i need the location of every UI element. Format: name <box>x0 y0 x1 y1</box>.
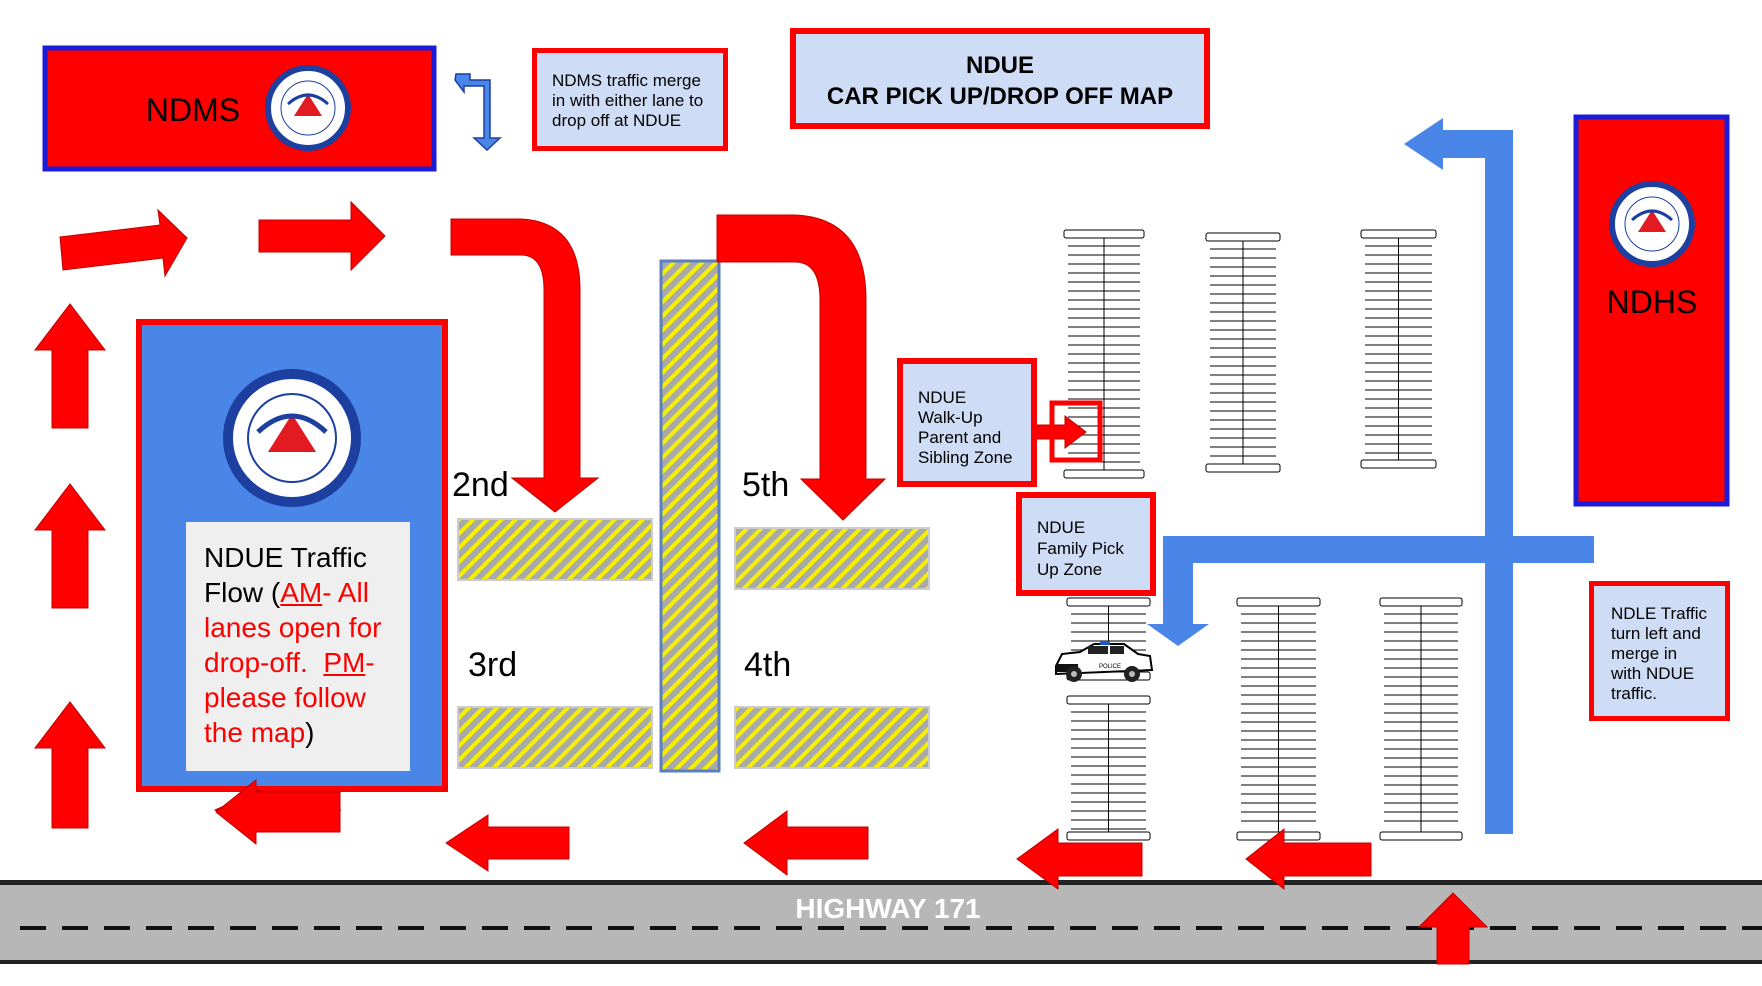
red-arrow-left-1b <box>215 778 341 846</box>
grade-2nd-label: 2nd <box>452 466 509 504</box>
family-pickup-line-3: Up Zone <box>1037 560 1103 579</box>
blue-lane-horizontal <box>1147 536 1594 646</box>
traffic-line-1: NDUE Traffic <box>204 542 367 573</box>
ndms-logo <box>265 65 351 151</box>
traffic-am-rest: - All <box>322 577 369 608</box>
parking-lot <box>1236 597 1321 841</box>
highway-label: HIGHWAY 171 <box>795 893 980 924</box>
ndhs-logo <box>1609 181 1695 267</box>
red-arrow-down-5th <box>716 214 887 521</box>
red-arrow-down-2nd <box>450 218 600 513</box>
wing-spine <box>659 259 721 773</box>
ndms-merge-line-3: drop off at NDUE <box>552 111 682 130</box>
family-pickup-line-2: Family Pick <box>1037 539 1124 558</box>
wing-5th <box>734 527 930 590</box>
traffic-map-word: the map <box>204 717 306 748</box>
police-label: POLICE <box>1099 664 1121 670</box>
red-arrow-up-2 <box>33 483 107 609</box>
ndle-note: NDLE Traffic turn left and merge in with… <box>1589 581 1730 721</box>
title-box: NDUE CAR PICK UP/DROP OFF MAP <box>790 28 1210 129</box>
walkup-line-1: NDUE <box>918 388 967 407</box>
ndle-line-3: merge in <box>1611 644 1678 663</box>
traffic-flow-prefix: Flow ( <box>204 577 281 608</box>
wing-3rd <box>457 706 653 769</box>
grade-4th-label: 4th <box>744 646 792 684</box>
red-arrows <box>33 200 1489 965</box>
ndue-building <box>136 319 448 792</box>
red-arrow-left-3 <box>743 810 869 876</box>
traffic-am: AM <box>280 577 323 608</box>
ndle-line-1: NDLE Traffic <box>1611 604 1708 623</box>
traffic-pm: PM <box>323 647 366 678</box>
traffic-pm-dash: - <box>365 647 375 678</box>
red-arrow-up-highway <box>1417 892 1489 965</box>
family-pickup-line-1: NDUE <box>1037 518 1086 537</box>
grade-5th-label: 5th <box>742 466 790 504</box>
traffic-close: ) <box>305 717 315 748</box>
title-line-2: CAR PICK UP/DROP OFF MAP <box>826 83 1174 110</box>
walkup-line-2: Walk-Up <box>918 408 983 427</box>
parking-lot <box>1066 695 1151 841</box>
red-arrow-right-2 <box>258 200 386 272</box>
ndhs-label: NDHS <box>1607 284 1698 320</box>
blue-lanes <box>454 73 1594 834</box>
traffic-line-2: Flow (AM- All <box>204 575 404 610</box>
traffic-line-6: the map) <box>204 715 404 750</box>
traffic-line-4: drop-off. PM- <box>204 645 404 680</box>
ndle-line-4: with NDUE <box>1611 664 1695 683</box>
ndms-label: NDMS <box>146 92 240 128</box>
walkup-note: NDUE Walk-Up Parent and Sibling Zone <box>897 358 1037 487</box>
wing-4th <box>734 706 930 769</box>
traffic-flow-text: NDUE Traffic Flow (AM- All lanes open fo… <box>204 540 404 750</box>
parking-lot <box>1063 229 1145 479</box>
red-arrow-right-1 <box>59 208 188 278</box>
red-arrow-up-1 <box>33 701 107 829</box>
police-car <box>1055 641 1154 682</box>
blue-lane-vertical <box>1404 118 1513 834</box>
red-arrow-left-5 <box>1245 827 1372 891</box>
hatched-wings <box>457 259 930 773</box>
parking-lots <box>1063 229 1463 841</box>
family-pickup-note: NDUE Family Pick Up Zone <box>1016 492 1156 596</box>
red-arrow-left-2 <box>445 814 570 872</box>
red-arrow-left-4 <box>1016 828 1143 890</box>
ndms-merge-note: NDMS traffic merge in with either lane t… <box>532 48 728 151</box>
parking-lot <box>1379 597 1463 841</box>
parking-lot <box>1205 232 1281 473</box>
ndms-building <box>42 45 437 172</box>
ndle-line-5: traffic. <box>1611 684 1657 703</box>
traffic-line-3: lanes open for <box>204 612 382 643</box>
walkup-target <box>1049 400 1103 463</box>
parking-lot <box>1360 229 1437 469</box>
ndle-line-2: turn left and <box>1611 624 1701 643</box>
red-arrow-up-3 <box>33 303 107 429</box>
traffic-dropoff: drop-off. <box>204 647 308 678</box>
grade-3rd-label: 3rd <box>468 646 518 684</box>
walkup-line-4: Sibling Zone <box>918 448 1013 467</box>
ndms-merge-line-1: NDMS traffic merge <box>552 71 701 90</box>
ndms-merge-line-2: in with either lane to <box>552 91 704 110</box>
wing-2nd <box>457 518 653 581</box>
walkup-line-3: Parent and <box>918 428 1002 447</box>
ndue-logo <box>223 369 361 507</box>
blue-arrow-ndms <box>454 73 502 152</box>
title-line-1: NDUE <box>965 52 1034 79</box>
traffic-line-5: please follow <box>204 682 366 713</box>
